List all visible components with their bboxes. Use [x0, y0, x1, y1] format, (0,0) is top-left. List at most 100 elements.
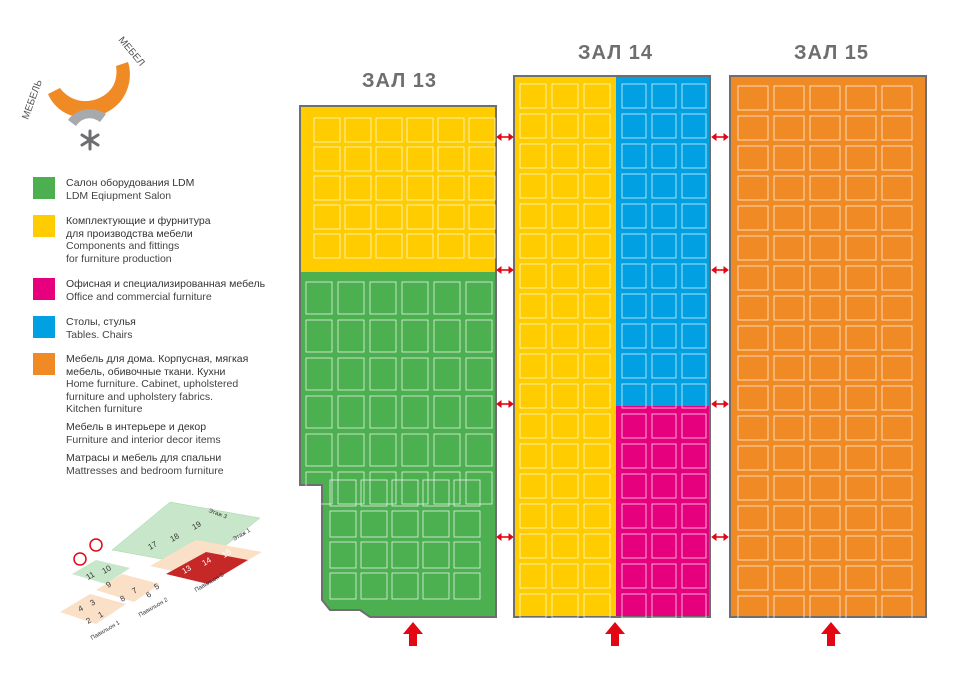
booth[interactable]: [881, 85, 913, 111]
booth[interactable]: [681, 593, 707, 619]
booth[interactable]: [621, 143, 647, 169]
booth[interactable]: [551, 293, 579, 319]
booth[interactable]: [468, 233, 496, 259]
booth[interactable]: [881, 565, 913, 591]
booth[interactable]: [519, 83, 547, 109]
booth[interactable]: [391, 572, 419, 600]
booth[interactable]: [845, 475, 877, 501]
booth[interactable]: [773, 355, 805, 381]
booth[interactable]: [583, 443, 611, 469]
booth[interactable]: [845, 535, 877, 561]
booth[interactable]: [681, 263, 707, 289]
booth[interactable]: [519, 563, 547, 589]
booth[interactable]: [519, 383, 547, 409]
booth[interactable]: [845, 505, 877, 531]
booth[interactable]: [881, 145, 913, 171]
booth[interactable]: [881, 265, 913, 291]
booth[interactable]: [881, 355, 913, 381]
booth[interactable]: [583, 173, 611, 199]
booth[interactable]: [773, 145, 805, 171]
booth[interactable]: [845, 355, 877, 381]
booth[interactable]: [881, 325, 913, 351]
booth[interactable]: [422, 541, 450, 569]
booth[interactable]: [583, 113, 611, 139]
booth[interactable]: [845, 295, 877, 321]
booth[interactable]: [519, 353, 547, 379]
booth[interactable]: [809, 415, 841, 441]
booth[interactable]: [583, 563, 611, 589]
booth[interactable]: [465, 281, 493, 315]
booth[interactable]: [433, 357, 461, 391]
booth[interactable]: [465, 433, 493, 467]
booth[interactable]: [651, 143, 677, 169]
booth[interactable]: [551, 203, 579, 229]
booth[interactable]: [651, 503, 677, 529]
booth[interactable]: [809, 325, 841, 351]
booth[interactable]: [437, 117, 465, 143]
booth[interactable]: [344, 204, 372, 230]
booth[interactable]: [845, 85, 877, 111]
booth[interactable]: [881, 115, 913, 141]
booth[interactable]: [773, 85, 805, 111]
booth[interactable]: [737, 205, 769, 231]
booth[interactable]: [519, 203, 547, 229]
booth[interactable]: [651, 533, 677, 559]
booth[interactable]: [737, 385, 769, 411]
booth[interactable]: [369, 471, 397, 505]
booth[interactable]: [375, 204, 403, 230]
booth[interactable]: [583, 473, 611, 499]
booth[interactable]: [551, 563, 579, 589]
booth[interactable]: [651, 293, 677, 319]
booth[interactable]: [465, 357, 493, 391]
booth[interactable]: [845, 565, 877, 591]
booth[interactable]: [845, 445, 877, 471]
booth[interactable]: [651, 353, 677, 379]
booth[interactable]: [583, 293, 611, 319]
booth[interactable]: [360, 479, 388, 507]
booth[interactable]: [737, 235, 769, 261]
booth[interactable]: [845, 385, 877, 411]
booth[interactable]: [401, 395, 429, 429]
booth[interactable]: [773, 175, 805, 201]
booth[interactable]: [845, 175, 877, 201]
booth[interactable]: [809, 595, 841, 621]
booth[interactable]: [845, 115, 877, 141]
booth[interactable]: [621, 83, 647, 109]
booth[interactable]: [519, 533, 547, 559]
booth[interactable]: [845, 235, 877, 261]
booth[interactable]: [845, 415, 877, 441]
hall-15-zone-orange[interactable]: [730, 76, 926, 617]
booth[interactable]: [337, 433, 365, 467]
booth[interactable]: [809, 385, 841, 411]
booth[interactable]: [621, 533, 647, 559]
booth[interactable]: [681, 413, 707, 439]
booth[interactable]: [773, 205, 805, 231]
booth[interactable]: [406, 204, 434, 230]
booth[interactable]: [519, 443, 547, 469]
booth[interactable]: [391, 510, 419, 538]
booth[interactable]: [360, 510, 388, 538]
booth[interactable]: [737, 595, 769, 621]
booth[interactable]: [433, 281, 461, 315]
booth[interactable]: [881, 475, 913, 501]
booth[interactable]: [344, 175, 372, 201]
booth[interactable]: [621, 113, 647, 139]
hall-14-zone-blue[interactable]: [616, 76, 710, 406]
booth[interactable]: [551, 173, 579, 199]
booth[interactable]: [809, 175, 841, 201]
booth[interactable]: [551, 323, 579, 349]
booth[interactable]: [737, 535, 769, 561]
booth[interactable]: [583, 203, 611, 229]
booth[interactable]: [465, 319, 493, 353]
booth[interactable]: [621, 233, 647, 259]
booth[interactable]: [305, 281, 333, 315]
booth[interactable]: [313, 175, 341, 201]
booth[interactable]: [737, 325, 769, 351]
booth[interactable]: [809, 265, 841, 291]
booth[interactable]: [583, 233, 611, 259]
booth[interactable]: [519, 113, 547, 139]
booth[interactable]: [468, 204, 496, 230]
booth[interactable]: [681, 533, 707, 559]
booth[interactable]: [519, 473, 547, 499]
booth[interactable]: [437, 204, 465, 230]
